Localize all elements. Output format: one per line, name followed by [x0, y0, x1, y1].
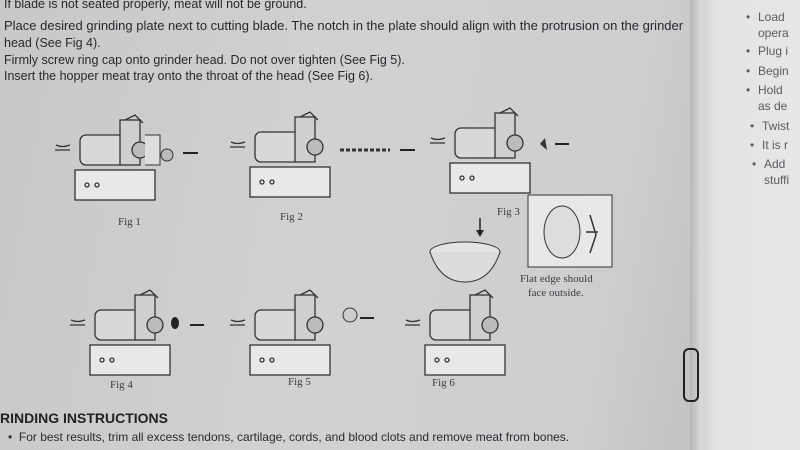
fig2-grinder	[229, 111, 415, 198]
section-heading: RINDING INSTRUCTIONS	[0, 410, 168, 426]
instruction-line: Place desired grinding plate next to cut…	[4, 18, 684, 33]
fig1-grinder	[54, 114, 198, 201]
right-item: •Plug i	[746, 44, 789, 58]
right-item: •Twist	[750, 119, 790, 133]
fig3-inset	[527, 194, 613, 268]
instruction-line: Insert the hopper meat tray onto the thr…	[4, 69, 373, 83]
right-item: •It is r	[750, 138, 788, 152]
fig5-label: Fig 5	[288, 376, 311, 388]
fig3-label: Fig 3	[497, 206, 520, 218]
fig6-label: Fig 6	[432, 377, 455, 389]
right-item: •Add	[752, 157, 786, 171]
right-item: •Load	[746, 10, 785, 24]
fig2-label: Fig 2	[280, 211, 303, 223]
assembly-figures	[54, 107, 613, 376]
fig6-grinder	[404, 289, 506, 376]
page-fold	[690, 0, 702, 450]
fig1-label: Fig 1	[118, 216, 141, 228]
instruction-line: If blade is not seated properly, meat wi…	[4, 0, 307, 11]
grinding-bullet: • For best results, trim all excess tend…	[8, 430, 570, 444]
right-item-cont: stuffi	[764, 173, 790, 187]
right-item-cont: as de	[758, 99, 788, 113]
fig4-grinder	[69, 289, 204, 376]
right-item: •Hold	[746, 83, 783, 97]
paper-clip	[683, 348, 699, 402]
right-page: •Load opera •Plug i •Begin •Hold as de •…	[690, 0, 800, 450]
right-item-cont: opera	[758, 26, 789, 40]
fig5-grinder	[229, 289, 374, 376]
hopper-tray	[429, 218, 501, 283]
fig3-grinder	[429, 107, 569, 194]
instruction-line: Firmly screw ring cap onto grinder head.…	[4, 53, 405, 67]
fig4-label: Fig 4	[110, 379, 133, 391]
instruction-line: head (See Fig 4).	[4, 36, 101, 50]
right-item: •Begin	[746, 64, 789, 78]
